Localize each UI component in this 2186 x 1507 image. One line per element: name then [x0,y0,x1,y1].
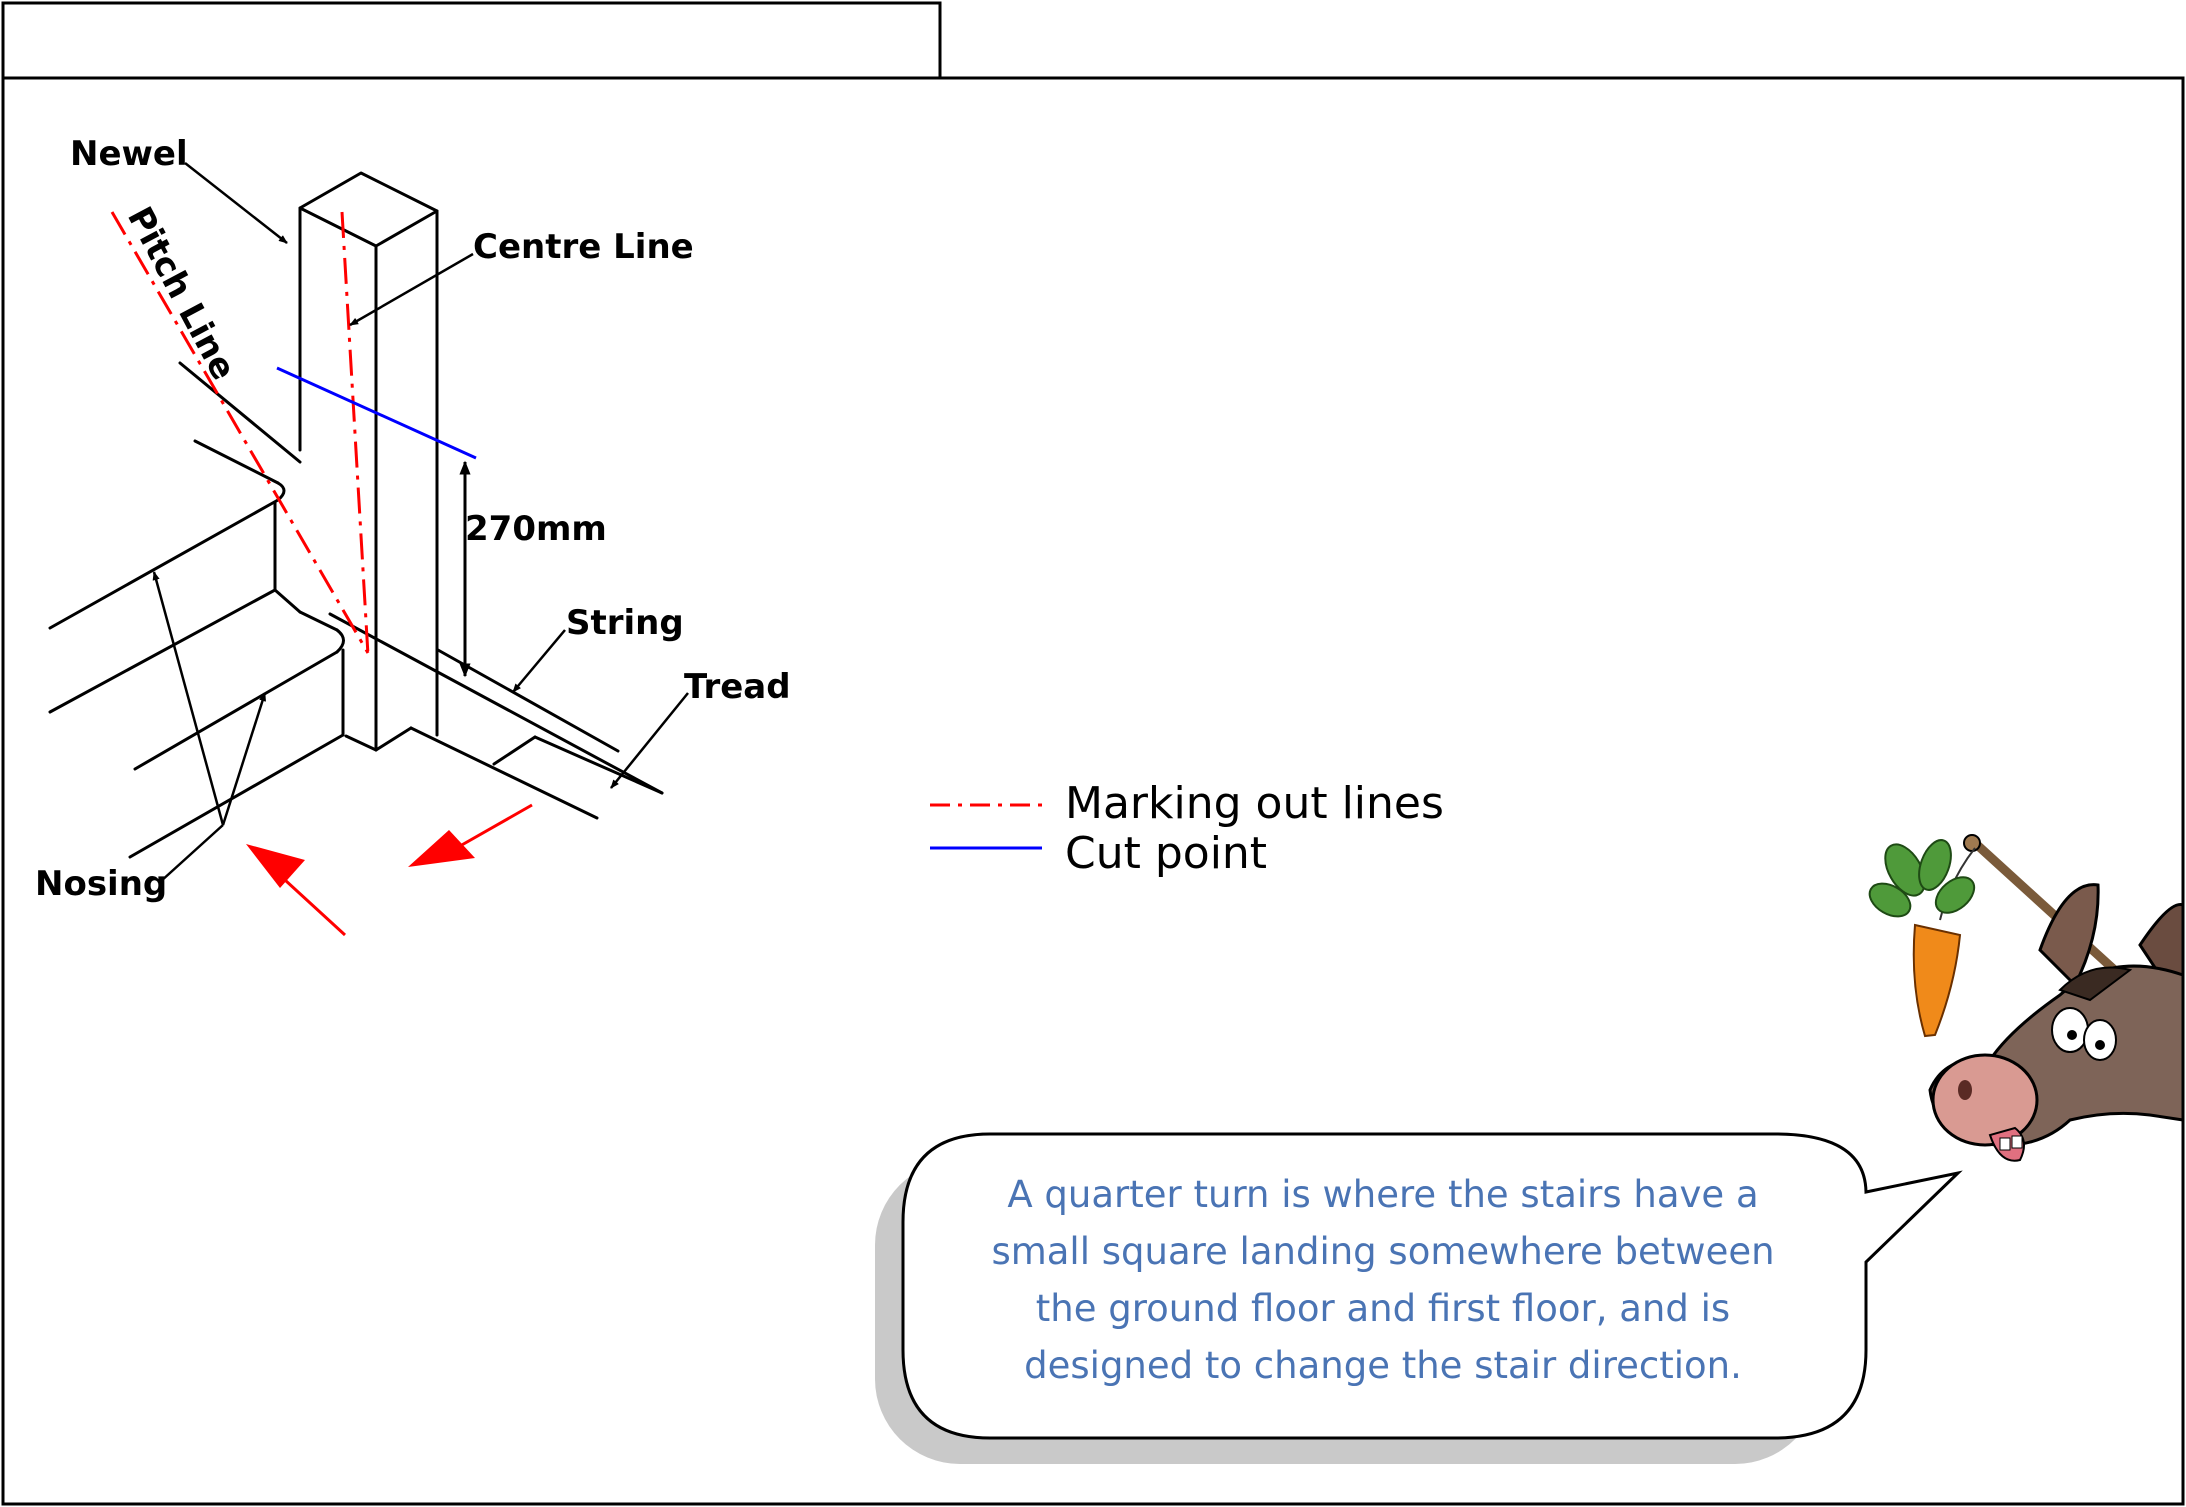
legend-label-cut: Cut point [1065,828,1267,879]
donkey-eye-icon [2051,1007,2089,1053]
newel-leader [184,162,288,244]
direction-arrow-left-head [246,844,305,888]
upper-step-profiles [48,361,345,859]
donkey-with-carrot-icon [1868,834,2185,1162]
label-tread: Tread [684,667,791,707]
direction-arrow-left-shaft [283,878,347,937]
newel-post [298,171,439,752]
direction-arrow-right-shaft [459,803,533,848]
direction-arrow-right-head [408,830,475,867]
leader-lines [152,162,689,883]
nosing-leader-b [221,692,267,826]
donkey-muzzle-icon [1931,1053,2039,1147]
label-string: String [566,603,684,643]
speech-bubble: A quarter turn is where the stairs have … [875,1132,1963,1464]
tread-leader [610,692,689,789]
direction-arrows [246,803,533,937]
carrot-leaves-icon [1868,839,1976,918]
label-nosing: Nosing [35,864,167,904]
callout-line-3: the ground floor and first floor, and is [1036,1287,1730,1330]
carrot-icon [1912,923,1962,1038]
legend: Marking out lines Cut point [930,778,1444,879]
legend-label-marking: Marking out lines [1065,778,1444,829]
donkey-ear-icon [2038,883,2100,988]
callout-line-2: small square landing somewhere between [991,1230,1774,1273]
label-newel: Newel [70,134,188,174]
nosing-leader-main [159,824,224,883]
callout-line-4: designed to change the stair direction. [1024,1344,1742,1387]
string-leader [512,629,566,693]
pitch-line [110,211,370,654]
centre-line-leader [349,252,474,327]
speech-bubble-body [901,1132,1963,1440]
label-dimension: 270mm [465,509,607,549]
label-centre-line: Centre Line [473,227,694,267]
centre-line [340,211,370,656]
frame-tab [1,1,942,80]
nosing-leader-a [152,571,225,826]
callout-line-1: A quarter turn is where the stairs have … [1007,1173,1758,1216]
cut-point-line [276,366,477,460]
